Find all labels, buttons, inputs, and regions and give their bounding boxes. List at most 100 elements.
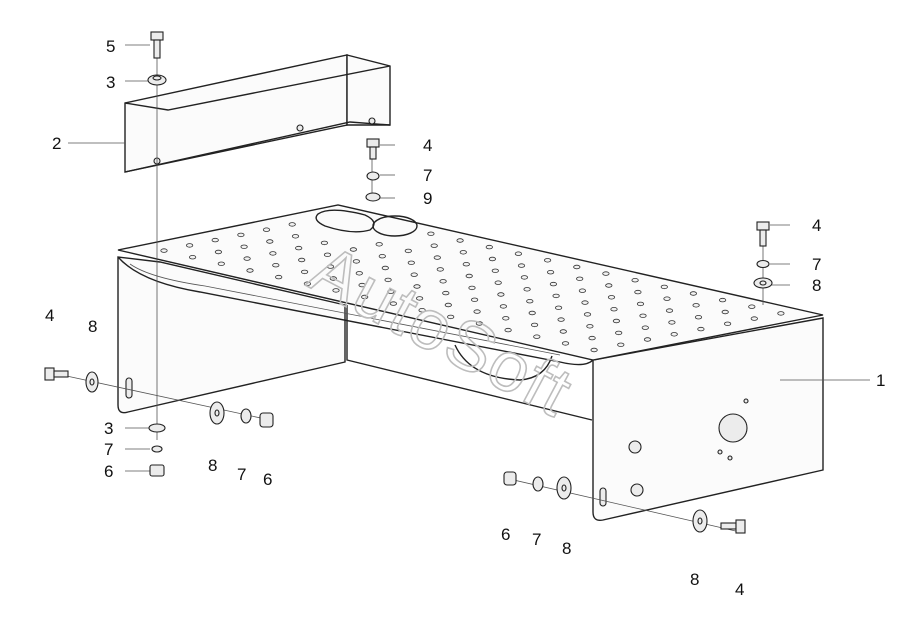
deck-hole: [590, 347, 598, 353]
callout-8-bottom-right: 8: [562, 539, 571, 558]
deck-hole: [694, 315, 703, 320]
deck-hole: [517, 263, 526, 268]
deck-hole: [748, 304, 756, 309]
deck-hole: [533, 334, 541, 339]
fastener-washer-9: [365, 192, 381, 202]
callout-4-left: 4: [45, 306, 54, 325]
fastener-washer-8-left: [85, 371, 99, 393]
deck-hole: [557, 317, 565, 322]
callout-8-right: 8: [812, 276, 821, 295]
fastener-washer-8-lower: [209, 401, 225, 425]
deck-hole: [660, 284, 668, 290]
deck-hole: [352, 259, 360, 264]
deck-hole: [665, 308, 674, 313]
deck-hole: [491, 268, 499, 273]
callout-7-right: 7: [812, 255, 821, 274]
deck-hole: [303, 281, 311, 286]
deck-hole: [470, 297, 479, 302]
deck-cutouts: [315, 209, 418, 237]
deck-hole: [160, 248, 168, 253]
deck-hole: [668, 320, 676, 325]
deck-hole: [300, 269, 309, 275]
deck-hole: [573, 264, 581, 270]
deck-hole: [504, 327, 512, 333]
deck-hole: [643, 337, 652, 342]
fastener-washer-7-right: [756, 259, 770, 269]
deck-hole: [211, 237, 219, 243]
deck-hole: [689, 291, 698, 296]
deck-hole: [473, 309, 481, 314]
deck-hole: [323, 252, 332, 257]
fastener-washer-7-bottom-left: [151, 445, 163, 453]
deck-hole: [552, 293, 560, 299]
deck-hole: [418, 308, 426, 313]
deck-hole: [617, 342, 625, 347]
callout-5-top: 5: [106, 37, 115, 56]
deck-hole: [189, 255, 197, 260]
callout-9: 9: [423, 189, 432, 208]
deck-hole: [636, 301, 645, 307]
cover-channel: [124, 54, 391, 173]
deck-hole: [559, 329, 567, 334]
deck-hole: [439, 279, 447, 284]
deck-hole: [288, 222, 296, 227]
deck-hole: [485, 244, 493, 250]
callout-1: 1: [876, 371, 885, 390]
deck-hole: [468, 285, 476, 291]
callout-6-bottom-right: 6: [501, 525, 510, 544]
deck-hole: [427, 231, 435, 236]
deck-hole-pattern: [160, 222, 785, 353]
deck-hole: [407, 260, 415, 265]
callout-3-top: 3: [106, 73, 115, 92]
deck-hole: [721, 309, 729, 315]
deck-hole: [488, 256, 496, 262]
fastener-washer-7-bottom-right: [532, 476, 544, 492]
deck-hole: [549, 281, 558, 287]
fastener-washer-3-top: [147, 74, 167, 86]
callout-3-bottom: 3: [104, 419, 113, 438]
deck-hole: [523, 287, 531, 292]
fastener-washer-8-bottom-right: [556, 476, 572, 500]
fastener-nut-6-bottom-right: [503, 471, 517, 486]
deck-hole: [384, 277, 392, 283]
callout-8-lower: 8: [208, 456, 217, 475]
deck-hole: [459, 250, 467, 255]
deck-hole: [266, 239, 274, 244]
deck-hole: [355, 271, 363, 276]
deck-hole: [430, 243, 438, 248]
deck-hole: [214, 249, 222, 255]
deck-hole: [444, 302, 452, 308]
deck-hole: [581, 300, 589, 305]
deck-hole: [291, 234, 300, 239]
callout-8-left: 8: [88, 317, 97, 336]
deck-hole: [670, 332, 678, 337]
deck-hole: [576, 276, 584, 281]
deck-hole: [217, 261, 225, 266]
bracket-frame: [117, 204, 824, 522]
deck-hole: [499, 304, 507, 309]
deck-hole: [378, 254, 386, 259]
deck-hole: [530, 322, 539, 328]
deck-hole: [723, 321, 732, 326]
deck-hole: [243, 256, 251, 261]
deck-hole: [433, 255, 441, 260]
deck-hole: [602, 271, 610, 276]
deck-hole: [494, 280, 502, 285]
deck-hole: [612, 318, 621, 324]
deck-hole: [320, 240, 328, 246]
deck-hole: [631, 278, 639, 283]
deck-hole: [275, 274, 283, 280]
deck-hole: [578, 288, 587, 293]
fastener-washer-7-mid: [366, 171, 380, 181]
fastener-washer-8-right: [753, 277, 773, 289]
callout-6-bottom-left: 6: [104, 462, 113, 481]
deck-hole: [718, 297, 727, 303]
callout-7-lower: 7: [237, 465, 246, 484]
fastener-bolt-4-left: [44, 367, 69, 381]
fastener-washer-3-bottom: [148, 423, 166, 433]
deck-hole: [456, 238, 464, 243]
callout-4-mid: 4: [423, 136, 432, 155]
deck-hole: [329, 276, 337, 281]
deck-hole: [639, 313, 647, 318]
